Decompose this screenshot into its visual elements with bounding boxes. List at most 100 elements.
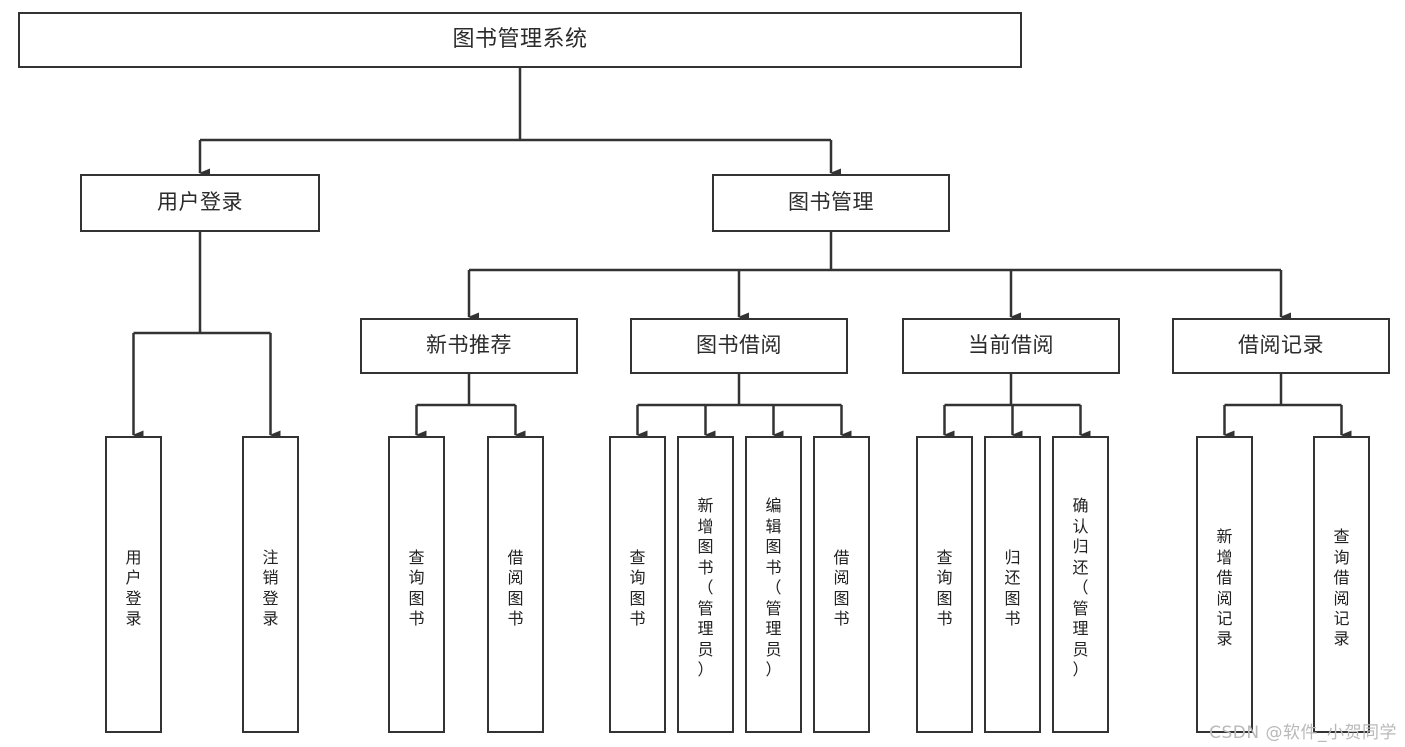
node-leaf-leaf-query-book-borrow[interactable]: 查询图书: [609, 436, 666, 733]
label-char: 理: [1072, 619, 1089, 639]
label-char: 编: [765, 496, 782, 516]
node-book-borrow-label: 图书借阅: [696, 333, 782, 358]
label-char: ）: [1072, 660, 1089, 680]
node-user-login-label: 用户登录: [157, 190, 243, 215]
node-label-vertical: 注销登录: [244, 438, 297, 731]
label-char: 阅: [507, 568, 524, 588]
node-leaf-leaf-borrow-book[interactable]: 借阅图书: [813, 436, 870, 733]
label-char: 录: [125, 608, 142, 628]
label-char: 借: [507, 547, 524, 567]
node-new-book-recommend-label: 新书推荐: [426, 333, 512, 358]
node-borrow-record-label: 借阅记录: [1238, 333, 1324, 358]
label-char: 阅: [1216, 588, 1233, 608]
label-char: 查: [629, 547, 646, 567]
label-char: 录: [1333, 629, 1350, 649]
node-book-manage[interactable]: 图书管理: [712, 174, 950, 232]
label-char: 增: [1216, 547, 1233, 567]
label-char: 图: [408, 588, 425, 608]
node-book-manage-label: 图书管理: [788, 190, 874, 215]
label-char: 询: [1333, 547, 1350, 567]
node-label-vertical: 查询图书: [918, 438, 971, 731]
label-char: 记: [1333, 608, 1350, 628]
label-char: 辑: [765, 516, 782, 536]
label-char: 员: [765, 639, 782, 659]
node-root-label: 图书管理系统: [452, 26, 588, 52]
node-leaf-leaf-confirm-return[interactable]: 确认归还（管理员）: [1052, 436, 1109, 733]
node-label-vertical: 确认归还（管理员）: [1054, 438, 1107, 731]
label-char: 图: [507, 588, 524, 608]
label-char: 查: [936, 547, 953, 567]
node-leaf-leaf-logout[interactable]: 注销登录: [242, 436, 299, 733]
label-char: 图: [833, 588, 850, 608]
label-char: （: [1072, 578, 1089, 598]
node-label-vertical: 查询图书: [390, 438, 443, 731]
label-char: 查: [408, 547, 425, 567]
label-char: 理: [765, 619, 782, 639]
label-char: 书: [507, 608, 524, 628]
label-char: 归: [1004, 547, 1021, 567]
label-char: （: [697, 578, 714, 598]
label-char: 还: [1072, 557, 1089, 577]
node-current-borrow[interactable]: 当前借阅: [902, 318, 1120, 374]
label-char: 借: [1333, 568, 1350, 588]
node-label-vertical: 查询图书: [611, 438, 664, 731]
node-leaf-leaf-return-book[interactable]: 归还图书: [984, 436, 1041, 733]
label-char: 借: [1216, 568, 1233, 588]
label-char: 书: [1004, 608, 1021, 628]
node-label-vertical: 编辑图书（管理员）: [747, 438, 800, 731]
node-leaf-leaf-user-login[interactable]: 用户登录: [105, 436, 162, 733]
node-label-vertical: 新增借阅记录: [1198, 438, 1251, 731]
node-root[interactable]: 图书管理系统: [18, 12, 1022, 68]
label-char: 记: [1216, 608, 1233, 628]
label-char: 录: [262, 608, 279, 628]
node-label-vertical: 借阅图书: [815, 438, 868, 731]
label-char: 员: [1072, 639, 1089, 659]
node-label-vertical: 用户登录: [107, 438, 160, 731]
label-char: 图: [629, 588, 646, 608]
node-leaf-leaf-edit-book[interactable]: 编辑图书（管理员）: [745, 436, 802, 733]
node-leaf-leaf-borrow-book-rec[interactable]: 借阅图书: [487, 436, 544, 733]
node-leaf-leaf-query-book-rec[interactable]: 查询图书: [388, 436, 445, 733]
label-char: 录: [1216, 629, 1233, 649]
node-borrow-record[interactable]: 借阅记录: [1172, 318, 1390, 374]
label-char: 员: [697, 639, 714, 659]
label-char: 图: [697, 537, 714, 557]
node-label-vertical: 归还图书: [986, 438, 1039, 731]
label-char: 新: [1216, 527, 1233, 547]
label-char: 图: [1004, 588, 1021, 608]
label-char: 还: [1004, 568, 1021, 588]
node-leaf-leaf-query-book-cur[interactable]: 查询图书: [916, 436, 973, 733]
label-char: 增: [697, 516, 714, 536]
label-char: 户: [125, 568, 142, 588]
label-char: 管: [1072, 598, 1089, 618]
label-char: 书: [765, 557, 782, 577]
label-char: 确: [1072, 496, 1089, 516]
label-char: 管: [765, 598, 782, 618]
node-new-book-recommend[interactable]: 新书推荐: [360, 318, 578, 374]
label-char: 询: [408, 568, 425, 588]
label-char: 登: [262, 588, 279, 608]
node-book-borrow[interactable]: 图书借阅: [630, 318, 848, 374]
label-char: 理: [697, 619, 714, 639]
label-char: 阅: [833, 568, 850, 588]
label-char: （: [765, 578, 782, 598]
label-char: ）: [697, 660, 714, 680]
label-char: 询: [936, 568, 953, 588]
label-char: 询: [629, 568, 646, 588]
label-char: 图: [765, 537, 782, 557]
label-char: 用: [125, 547, 142, 567]
label-char: 管: [697, 598, 714, 618]
label-char: 书: [629, 608, 646, 628]
node-leaf-leaf-add-book[interactable]: 新增图书（管理员）: [677, 436, 734, 733]
node-leaf-leaf-query-record[interactable]: 查询借阅记录: [1313, 436, 1370, 733]
node-label-vertical: 新增图书（管理员）: [679, 438, 732, 731]
label-char: 注: [262, 547, 279, 567]
label-char: 新: [697, 496, 714, 516]
node-leaf-leaf-add-record[interactable]: 新增借阅记录: [1196, 436, 1253, 733]
label-char: 销: [262, 568, 279, 588]
label-char: 认: [1072, 516, 1089, 536]
node-user-login[interactable]: 用户登录: [80, 174, 320, 232]
node-label-vertical: 查询借阅记录: [1315, 438, 1368, 731]
